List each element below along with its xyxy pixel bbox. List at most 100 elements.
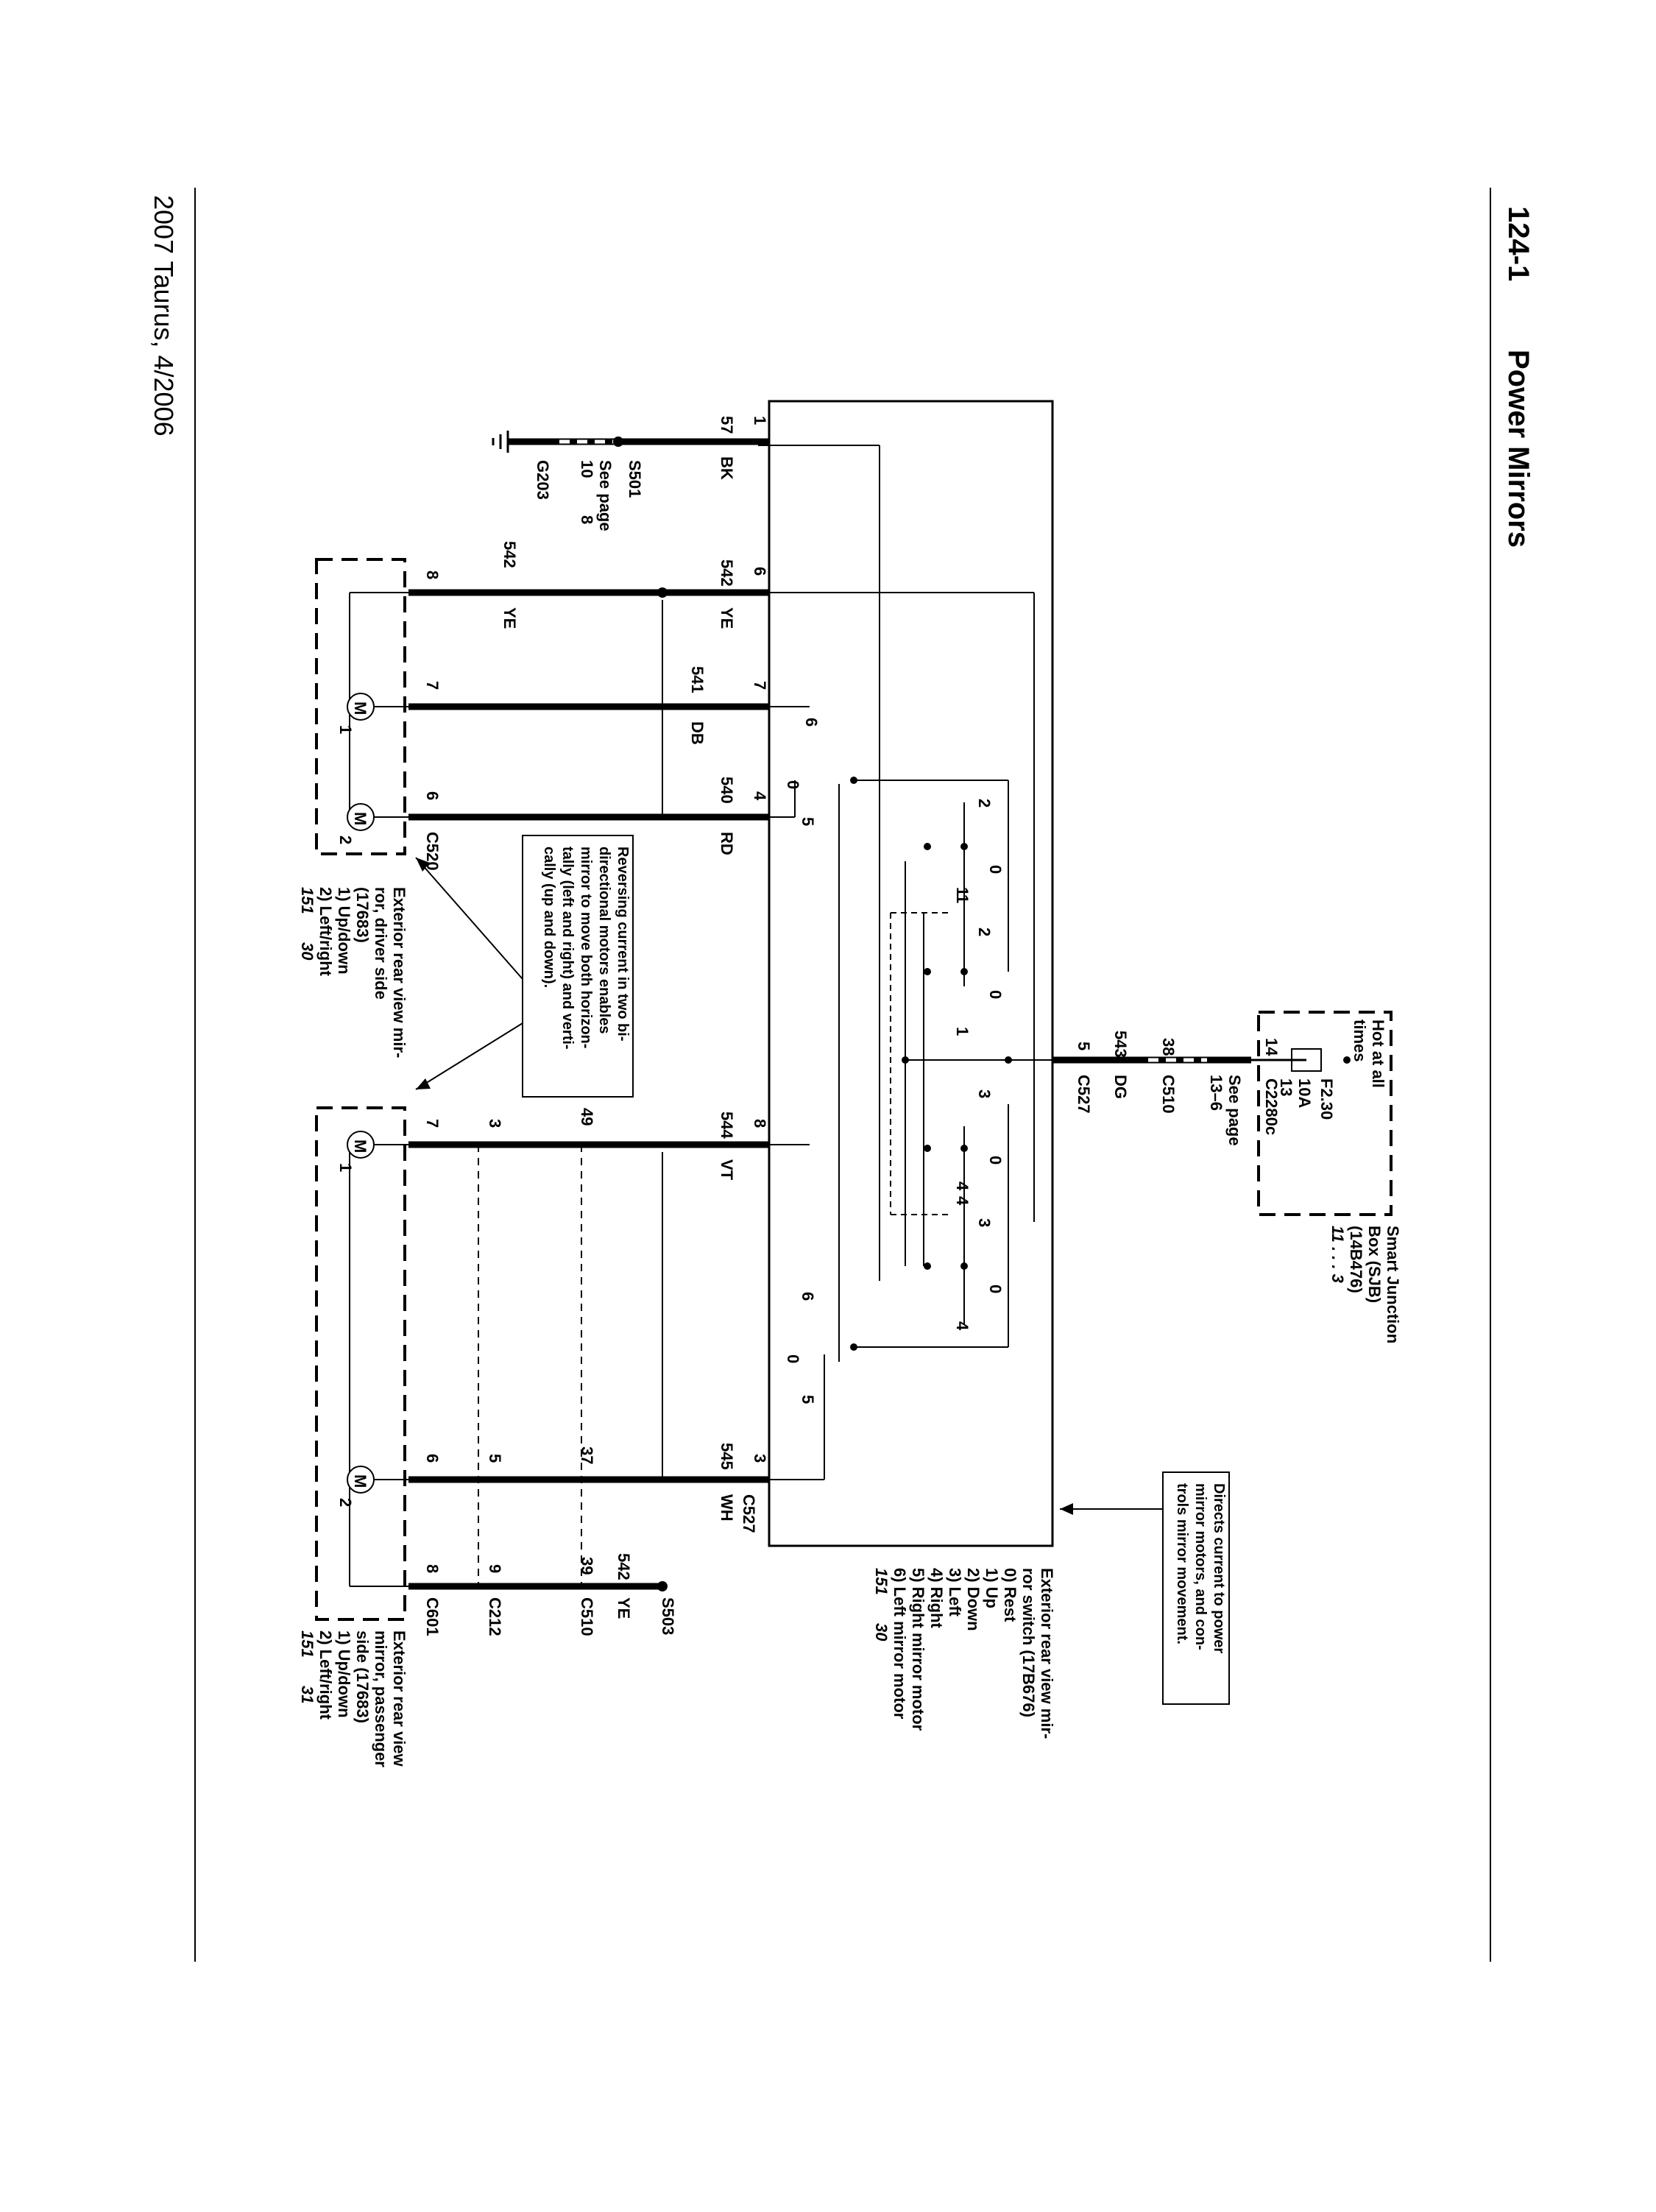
svg-text:YE: YE (718, 607, 736, 629)
note-box (522, 835, 634, 1098)
svg-text:See page: See page (1225, 1075, 1244, 1146)
svg-text:C212: C212 (486, 1597, 504, 1636)
svg-text:YE: YE (500, 607, 519, 629)
note-arrow-passenger (415, 1022, 523, 1090)
svg-text:13–6: 13–6 (1207, 1075, 1225, 1111)
driver-motor-labels: M 1 M 2 (336, 702, 369, 844)
left-wires (408, 431, 769, 821)
svg-text:39: 39 (578, 1557, 596, 1575)
svg-text:4: 4 (953, 1321, 972, 1331)
svg-text:C601: C601 (423, 1597, 442, 1636)
switch-callout-text: Directs current to power mirror motors, … (1174, 1483, 1227, 1653)
svg-text:5) Right mirror motor: 5) Right mirror motor (909, 1568, 927, 1731)
svg-text:6: 6 (751, 567, 769, 576)
svg-text:2: 2 (975, 799, 994, 808)
svg-text:2) Left/right: 2) Left/right (316, 1630, 335, 1720)
svg-text:C527: C527 (740, 1494, 758, 1533)
svg-text:9: 9 (486, 1564, 504, 1573)
svg-text:directional motors enables: directional motors enables (596, 847, 612, 1034)
switch-internals (758, 445, 1052, 1480)
driver-mirror-legend: Exterior rear view mir- ror, driver side… (298, 887, 408, 1058)
svg-text:1: 1 (953, 894, 972, 903)
svg-text:7: 7 (751, 681, 769, 690)
svg-text:G203: G203 (534, 460, 552, 500)
svg-text:3) Left: 3) Left (946, 1568, 964, 1617)
svg-text:Reversing current in two bi-: Reversing current in two bi- (615, 847, 631, 1041)
svg-text:1: 1 (336, 1163, 355, 1172)
svg-text:542: 542 (500, 541, 519, 568)
svg-text:545: 545 (718, 1443, 736, 1470)
svg-text:0: 0 (784, 1354, 802, 1363)
svg-text:Hot at all: Hot at all (1369, 1020, 1387, 1088)
svg-text:8: 8 (578, 515, 596, 524)
svg-text:3: 3 (975, 1218, 994, 1227)
svg-text:151: 151 (298, 1630, 316, 1658)
right-wire-labels: 8 544 VT 49 3 7 3 545 WH C527 37 5 6 542… (423, 1108, 769, 1636)
svg-text:7: 7 (423, 1119, 442, 1128)
svg-text:49: 49 (578, 1108, 596, 1126)
svg-text:11 . . . 3: 11 . . . 3 (1328, 1226, 1347, 1283)
note-text: Reversing current in two bi- directional… (541, 847, 631, 1050)
svg-text:side (17683): side (17683) (353, 1630, 372, 1723)
svg-text:M: M (351, 1139, 369, 1153)
svg-text:5: 5 (486, 1454, 504, 1463)
svg-text:544: 544 (718, 1112, 736, 1139)
svg-text:14: 14 (1262, 1038, 1281, 1056)
svg-text:0: 0 (986, 1156, 1005, 1165)
svg-text:2: 2 (336, 1498, 355, 1507)
feed-labels: See page 13–6 38 C510 543 DG 5 C527 (1075, 1031, 1244, 1146)
svg-text:5: 5 (1075, 1042, 1093, 1050)
svg-text:cally (up and down).: cally (up and down). (541, 847, 557, 988)
svg-text:trols mirror movement.: trols mirror movement. (1174, 1483, 1190, 1644)
svg-text:8: 8 (423, 570, 442, 579)
svg-text:M: M (351, 702, 369, 715)
page-number: 124-1 (1502, 206, 1535, 281)
mirror-switch-box (768, 400, 1054, 1547)
svg-text:13: 13 (1277, 1078, 1295, 1096)
switch-legend: Exterior rear view mir- ror switch (17B6… (872, 1568, 1056, 1739)
passenger-motor-labels: M 1 M 2 (336, 1139, 369, 1507)
svg-text:0: 0 (986, 865, 1005, 874)
svg-text:C510: C510 (1159, 1075, 1178, 1114)
svg-text:4: 4 (953, 1196, 972, 1206)
svg-text:1: 1 (953, 1027, 972, 1036)
svg-text:4: 4 (751, 791, 769, 801)
svg-text:Exterior rear view mir-: Exterior rear view mir- (1038, 1568, 1056, 1739)
passenger-mirror-motors (347, 1131, 408, 1587)
switch-gang-dashes (890, 912, 949, 1215)
svg-text:See page: See page (596, 460, 615, 531)
svg-text:7: 7 (423, 681, 442, 690)
svg-text:542: 542 (718, 559, 736, 587)
svg-text:1) Up/down: 1) Up/down (335, 1630, 353, 1718)
left-wire-labels: 1 57 BK S501 See page 10 8 G203 6 542 YE… (423, 416, 769, 871)
passenger-mirror-legend: Exterior rear view mirror, passenger sid… (298, 1630, 408, 1767)
svg-text:540: 540 (718, 777, 736, 804)
svg-text:0: 0 (784, 780, 802, 789)
svg-text:0) Rest: 0) Rest (1001, 1568, 1019, 1622)
svg-text:1: 1 (751, 416, 769, 425)
svg-text:Directs current to power: Directs current to power (1211, 1483, 1227, 1653)
svg-text:(17683): (17683) (353, 887, 372, 943)
svg-text:RD: RD (718, 832, 736, 855)
driver-motor-2-icon (347, 803, 375, 831)
svg-text:DB: DB (688, 721, 707, 745)
svg-text:5: 5 (799, 1395, 817, 1404)
svg-text:6: 6 (423, 1454, 442, 1463)
svg-text:1) Up: 1) Up (983, 1568, 1001, 1608)
svg-text:Exterior rear view mir-: Exterior rear view mir- (390, 887, 408, 1058)
svg-text:10: 10 (578, 460, 596, 478)
svg-text:Smart Junction: Smart Junction (1384, 1226, 1402, 1343)
svg-text:30: 30 (872, 1623, 891, 1642)
svg-text:6: 6 (423, 791, 442, 800)
svg-text:10A: 10A (1295, 1078, 1314, 1108)
svg-text:S503: S503 (659, 1597, 677, 1635)
svg-text:ror switch (17B676): ror switch (17B676) (1019, 1568, 1038, 1717)
svg-text:0: 0 (986, 990, 1005, 999)
svg-text:6) Left mirror motor: 6) Left mirror motor (891, 1568, 909, 1720)
passenger-mirror-box (315, 1106, 406, 1621)
svg-text:C527: C527 (1075, 1075, 1093, 1114)
svg-text:3: 3 (751, 1454, 769, 1463)
svg-text:WH: WH (718, 1494, 736, 1522)
svg-text:BK: BK (718, 456, 736, 480)
